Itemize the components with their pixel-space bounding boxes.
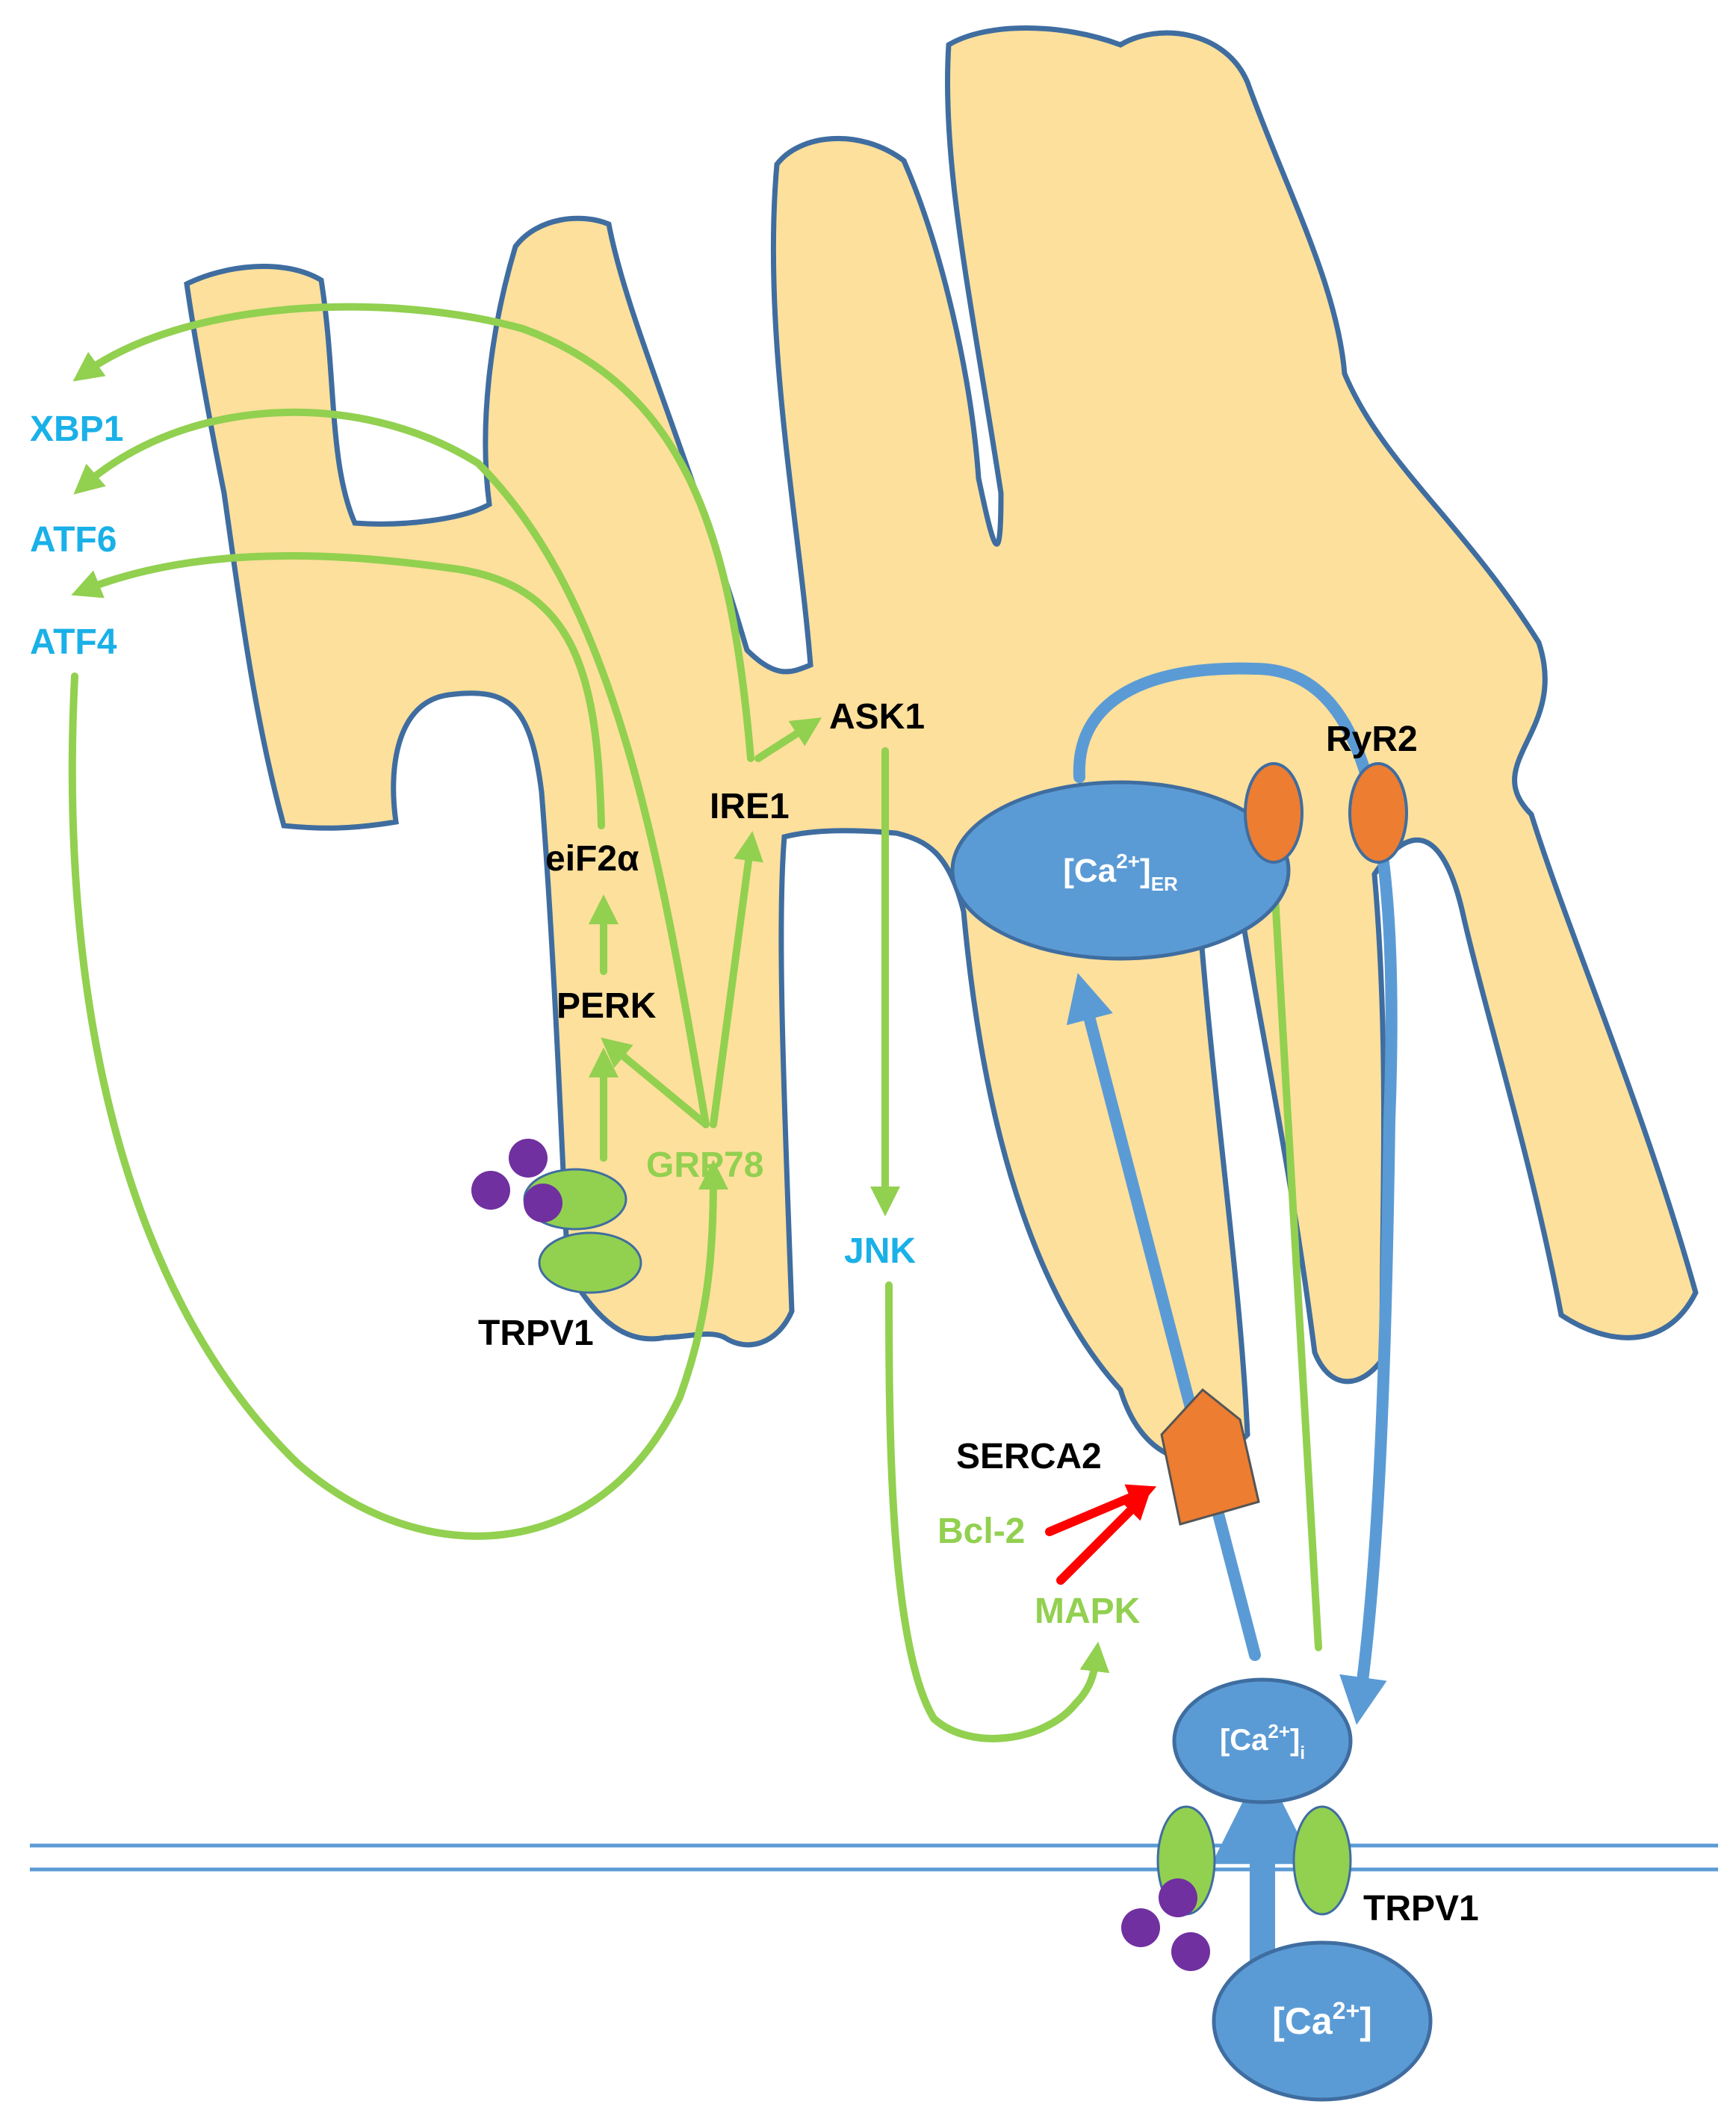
pm-ligand-dot-3	[1171, 1932, 1210, 1971]
extracellular-calcium	[1212, 1940, 1433, 2102]
pm-ligand-dot-2	[1121, 1908, 1160, 1947]
i-ca-close: ]	[1290, 1724, 1300, 1757]
red-arrows	[1045, 1484, 1157, 1585]
label-eif2a: eiF2α	[545, 839, 639, 879]
arrow-jnk-to-mapk	[885, 1281, 1110, 1742]
arrow-cai-to-ryr2	[1259, 857, 1322, 1651]
arrow-eif2a-to-atf4	[71, 551, 605, 829]
green-pathway-arrows	[68, 303, 1322, 1742]
label-atf4: ATF4	[30, 622, 117, 662]
blue-calcium-arrows	[1066, 662, 1398, 1978]
er-calcium-label: [Ca2+]ER	[1063, 850, 1178, 895]
label-perk: PERK	[557, 986, 657, 1026]
label-xbp1: XBP1	[30, 409, 123, 449]
ext-ca-sup: 2+	[1333, 1997, 1360, 2024]
label-ire1: IRE1	[710, 787, 790, 826]
ryr2-channel-left	[1244, 762, 1303, 864]
arrow-grp78-to-perk	[601, 1037, 710, 1128]
label-ryr2: RyR2	[1326, 720, 1418, 759]
label-mapk: MAPK	[1035, 1591, 1141, 1631]
arrow-grp78-to-atf6	[73, 408, 710, 1128]
i-ca-sub: i	[1300, 1743, 1305, 1763]
label-atf6: ATF6	[30, 520, 117, 560]
arrow-mapk-to-serca2	[1056, 1490, 1151, 1585]
i-ca-base: [Ca	[1220, 1724, 1268, 1757]
label-ask1: ASK1	[829, 697, 925, 737]
er-ligand-dot-1	[509, 1139, 548, 1178]
arrow-grp78-to-ire1	[710, 831, 763, 1128]
cytosolic-calcium-label: [Ca2+]i	[1220, 1720, 1305, 1763]
ext-ca-base: [Ca	[1272, 2000, 1333, 2042]
label-bcl2: Bcl-2	[937, 1512, 1025, 1551]
extracellular-calcium-label: [Ca2+]	[1272, 1997, 1372, 2042]
er-ca-base: [Ca	[1063, 853, 1116, 889]
er-ca-sup: 2+	[1116, 850, 1140, 873]
arrow-er-calcium-to-cai	[1073, 662, 1398, 1725]
er-calcium-store	[950, 780, 1291, 961]
label-grp78: GRP78	[646, 1145, 763, 1185]
er-trpv1-channel-lower	[538, 1231, 642, 1294]
er-ca-sub: ER	[1151, 873, 1178, 895]
endoplasmic-reticulum	[184, 25, 1699, 1463]
label-jnk: JNK	[844, 1231, 916, 1271]
label-trpv1-er: TRPV1	[478, 1314, 594, 1353]
serca2-pump	[1160, 1388, 1260, 1526]
arrow-cai-to-er-calcium	[1066, 973, 1261, 1661]
pm-ligand-dot-1	[1159, 1878, 1197, 1917]
arrow-ire1-to-xbp1	[72, 303, 754, 762]
label-serca2: SERCA2	[956, 1437, 1102, 1476]
arrow-ire1-to-ask1	[754, 717, 822, 762]
pm-trpv1-channel-right	[1292, 1805, 1352, 1916]
label-trpv1-pm: TRPV1	[1363, 1889, 1479, 1928]
er-ligand-dot-3	[524, 1184, 562, 1222]
cytosolic-calcium	[1172, 1677, 1353, 1804]
ext-ca-close: ]	[1360, 2000, 1372, 2042]
er-ca-close: ]	[1140, 853, 1151, 889]
i-ca-sup: 2+	[1268, 1720, 1290, 1742]
ryr2-channel-right	[1348, 762, 1408, 864]
arrow-atf4-to-grp78	[68, 672, 728, 1540]
labels: XBP1 ATF6 ATF4 ASK1 IRE1 eiF2α PERK GRP7…	[30, 409, 1479, 1928]
er-ligand-dot-2	[471, 1171, 510, 1210]
